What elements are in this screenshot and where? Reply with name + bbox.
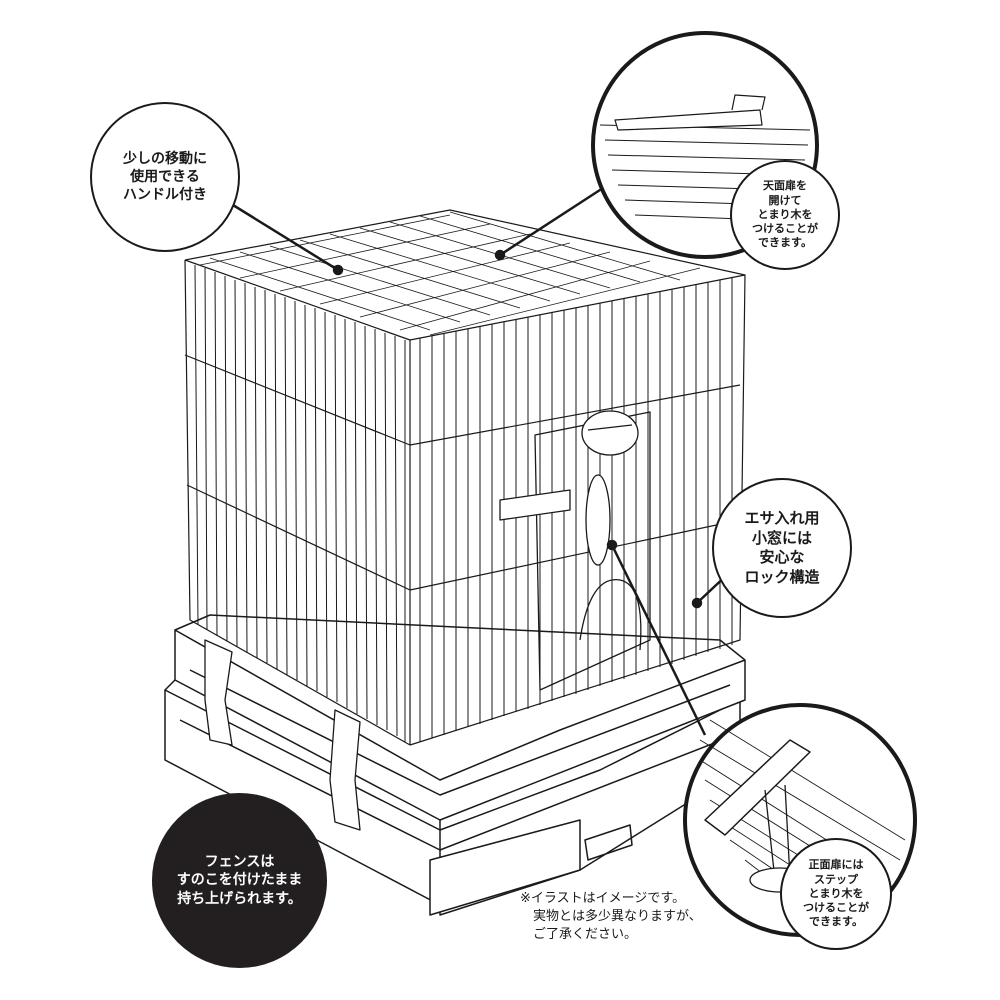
callout-front-door: 正面扉には ステップ とまり木を つけることが できます。 (780, 838, 892, 950)
callout-fence: フェンスは すのこを付けたまま 持ち上げられます。 (152, 793, 327, 968)
leader-lines (219, 186, 731, 736)
callout-top-door: 天面扉を 開けて とまり木を つけることが できます。 (730, 160, 840, 270)
cage-base-tray (164, 614, 746, 916)
disclaimer-note: ※イラストはイメージです。 実物とは多少異なりますが、 ご了承ください。 (520, 891, 702, 943)
top-grid (199, 211, 701, 336)
left-face-bars (194, 264, 406, 742)
callout-handle: 少しの移動に 使用できる ハンドル付き (90, 102, 240, 252)
callout-feeder-window-text: エサ入れ用 小窓には 安心な ロック構造 (744, 509, 820, 586)
front-door (499, 410, 651, 691)
callout-front-door-text: 正面扉には ステップ とまり木を つけることが できます。 (803, 858, 869, 929)
fence-clips (204, 639, 361, 831)
cage-wire-body (184, 209, 746, 746)
callout-fence-text: フェンスは すのこを付けたまま 持ち上げられます。 (176, 854, 303, 907)
callout-feeder-window: エサ入れ用 小窓には 安心な ロック構造 (712, 478, 852, 618)
right-face-bars (419, 277, 733, 742)
callout-top-door-text: 天面扉を 開けて とまり木を つけることが できます。 (752, 179, 818, 250)
callout-handle-text: 少しの移動に 使用できる ハンドル付き (123, 150, 207, 204)
